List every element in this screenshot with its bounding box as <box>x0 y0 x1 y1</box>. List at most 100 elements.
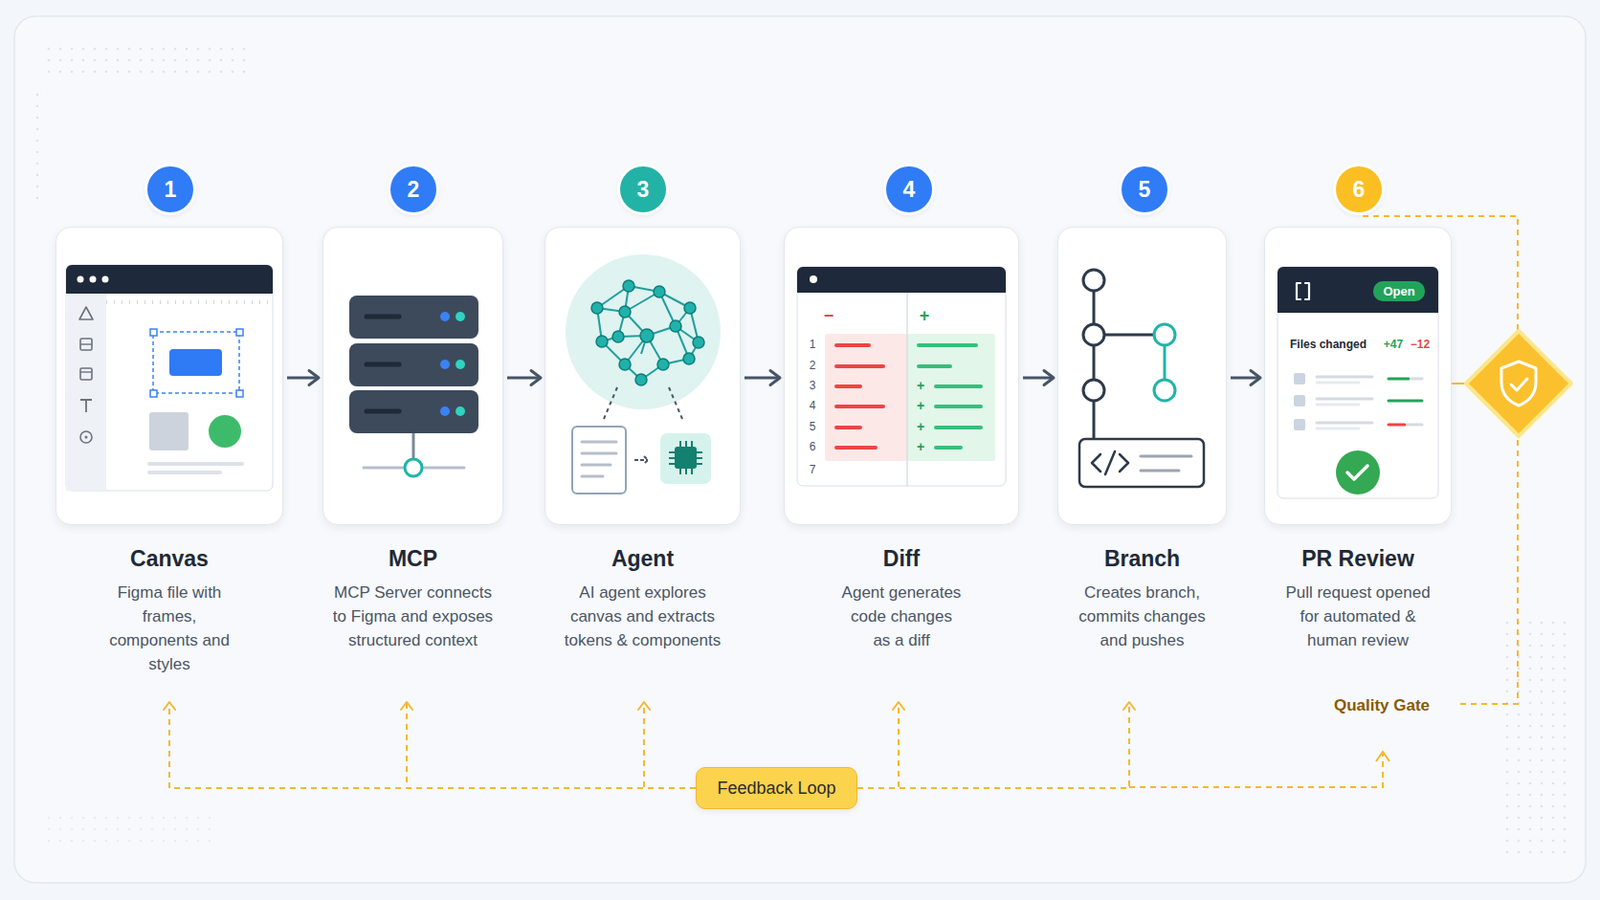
dot-grid <box>1502 612 1570 862</box>
code-icon <box>1091 451 1129 475</box>
number-text: 3 <box>637 178 650 201</box>
card-description: MCP Server connects to Figma and exposes… <box>330 580 497 653</box>
commit <box>1154 379 1176 401</box>
agent-illustration <box>565 254 721 494</box>
network-links <box>597 286 699 380</box>
connector-line <box>406 702 696 789</box>
slot <box>366 362 400 368</box>
connector <box>638 702 696 789</box>
server-unit <box>349 390 479 434</box>
divider <box>906 292 909 487</box>
connector <box>287 371 319 386</box>
server-unit <box>349 295 479 339</box>
number-text: 2 <box>407 178 421 201</box>
added-lines <box>918 345 981 448</box>
small-arrow <box>634 456 648 465</box>
network-line <box>363 466 465 470</box>
card-description: Figma file with frames, components and s… <box>97 580 242 677</box>
tool-icon <box>79 307 93 320</box>
arrow-head <box>1044 371 1054 386</box>
window <box>1277 266 1439 499</box>
window <box>797 266 1006 487</box>
branch-line <box>1163 345 1167 380</box>
diff-illustration <box>797 266 1006 487</box>
led <box>455 406 466 417</box>
dot-grid <box>38 38 249 77</box>
arrow-head <box>163 702 176 711</box>
network-nodes <box>591 280 705 386</box>
dashed-wire <box>1129 754 1383 788</box>
dot <box>102 276 110 284</box>
ruler <box>106 300 273 305</box>
pill-text: Feedback Loop <box>716 778 836 800</box>
connector-line <box>1230 377 1261 380</box>
step-card: PR ReviewPull request opened for automat… <box>1264 226 1452 699</box>
canvas-illustration <box>66 265 273 491</box>
card-title: Canvas <box>36 546 303 572</box>
card-title: Branch <box>1038 546 1246 572</box>
card-title: Diff <box>764 546 1039 572</box>
trunk <box>1092 280 1096 440</box>
card-description: Agent generates code changes as a diff <box>840 580 963 653</box>
text-line <box>149 462 243 467</box>
step-card: AgentAI agent explores canvas and extrac… <box>544 226 741 699</box>
removed-area <box>824 333 908 462</box>
led <box>455 311 466 322</box>
document-lines <box>581 442 617 477</box>
dashed-leader <box>603 387 683 420</box>
tool-icon <box>80 371 92 373</box>
connector <box>400 702 696 789</box>
tool-icon <box>80 431 92 444</box>
card-description: Creates branch, commits changes and push… <box>1075 580 1210 653</box>
slot <box>366 314 400 320</box>
cable <box>412 433 416 460</box>
connector <box>163 702 696 789</box>
feedback-pill: Feedback Loop <box>695 767 858 810</box>
dot <box>89 276 97 284</box>
number-text: 5 <box>1138 178 1152 201</box>
server-unit <box>349 343 479 387</box>
card-panel <box>1057 226 1227 526</box>
card-panel <box>55 226 284 526</box>
connector-line <box>744 377 780 380</box>
window <box>66 265 273 491</box>
gate-link <box>1451 382 1468 385</box>
approved-badge <box>1335 450 1380 495</box>
shield-icon <box>1501 361 1536 406</box>
tool-icon <box>80 400 92 413</box>
commit <box>1083 324 1105 346</box>
halo <box>565 254 721 410</box>
card-panel <box>322 226 504 526</box>
step-number: 4 <box>886 166 933 213</box>
connector-line <box>169 702 696 789</box>
chip-pins <box>668 441 703 475</box>
connector <box>507 371 541 386</box>
title-bar <box>797 266 1006 293</box>
chip-box <box>660 433 712 485</box>
pr-illustration <box>1277 266 1439 499</box>
arrow-head <box>400 702 413 711</box>
tool-icon <box>85 436 89 440</box>
card-description: AI agent explores canvas and extracts to… <box>561 580 725 653</box>
step-number: 3 <box>620 166 667 213</box>
card-panel <box>1264 226 1452 526</box>
quality-gate-diamond <box>1466 331 1572 437</box>
gate-label: Quality Gate <box>1333 697 1430 716</box>
led <box>455 359 466 370</box>
step-card: DiffAgent generates code changes as a di… <box>783 226 1020 699</box>
connector <box>744 371 780 386</box>
connector-line <box>507 377 541 380</box>
green-circle <box>208 415 242 448</box>
handle <box>236 390 244 398</box>
led <box>440 406 450 417</box>
file-rows <box>1293 373 1423 431</box>
card-panel <box>544 226 741 526</box>
dot <box>809 275 818 284</box>
panel <box>14 16 1586 884</box>
step-number: 2 <box>390 166 437 213</box>
connector-line <box>1022 377 1054 380</box>
card-panel <box>783 226 1020 526</box>
chip <box>674 446 697 469</box>
server-illustration <box>349 295 479 477</box>
card-title: PR Review <box>1244 546 1471 572</box>
